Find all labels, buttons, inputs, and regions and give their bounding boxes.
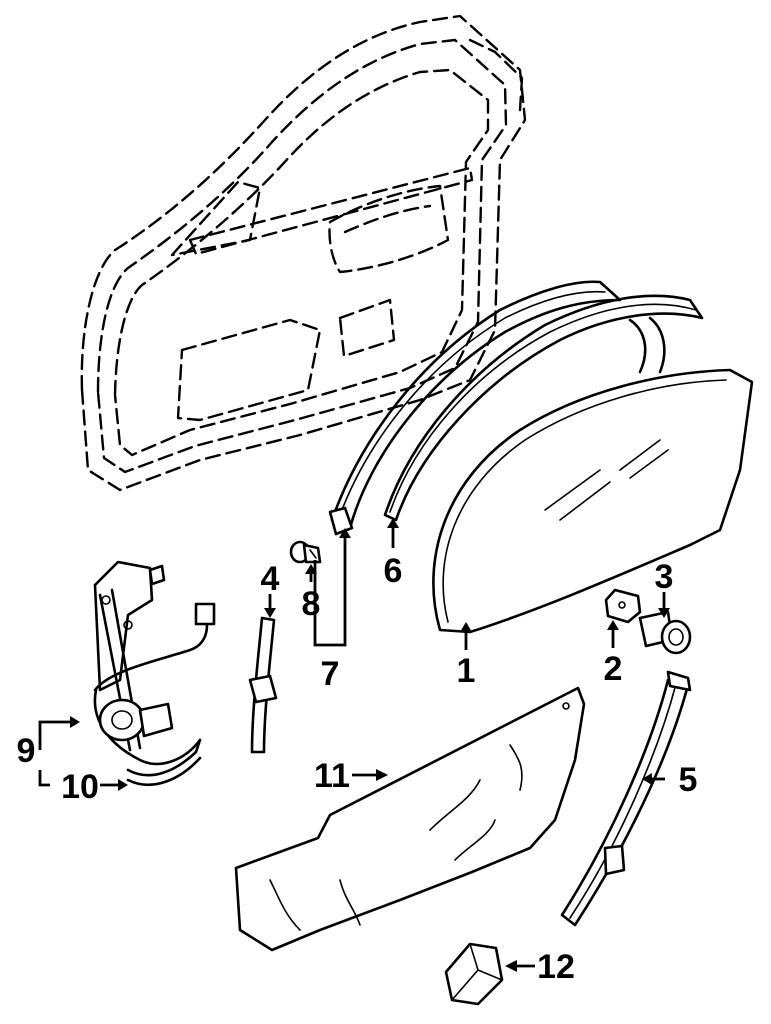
callout-3: 3 [655,558,674,596]
retainer-pad [444,942,504,1006]
channel-clip [289,540,322,564]
callout-8: 8 [302,585,321,623]
glass-clip [604,588,642,624]
callout-11: 11 [314,757,350,795]
bolt [638,610,692,655]
callout-7: 7 [321,655,340,693]
leader-lines [38,518,670,972]
callout-5: 5 [679,761,698,799]
door-shell-outline [80,14,527,492]
rear-channel [560,670,692,927]
callout-4: 4 [261,560,280,598]
water-shield [234,686,586,952]
callout-9: 9 [17,732,36,770]
door-glass [432,368,754,634]
callout-2: 2 [604,650,623,688]
callout-6: 6 [384,552,403,590]
callout-12: 12 [537,948,575,986]
callout-1: 1 [457,652,476,690]
callout-10: 10 [61,768,99,806]
window-regulator [93,560,216,786]
front-guide [248,616,278,754]
glass-seal-strip [383,294,704,522]
